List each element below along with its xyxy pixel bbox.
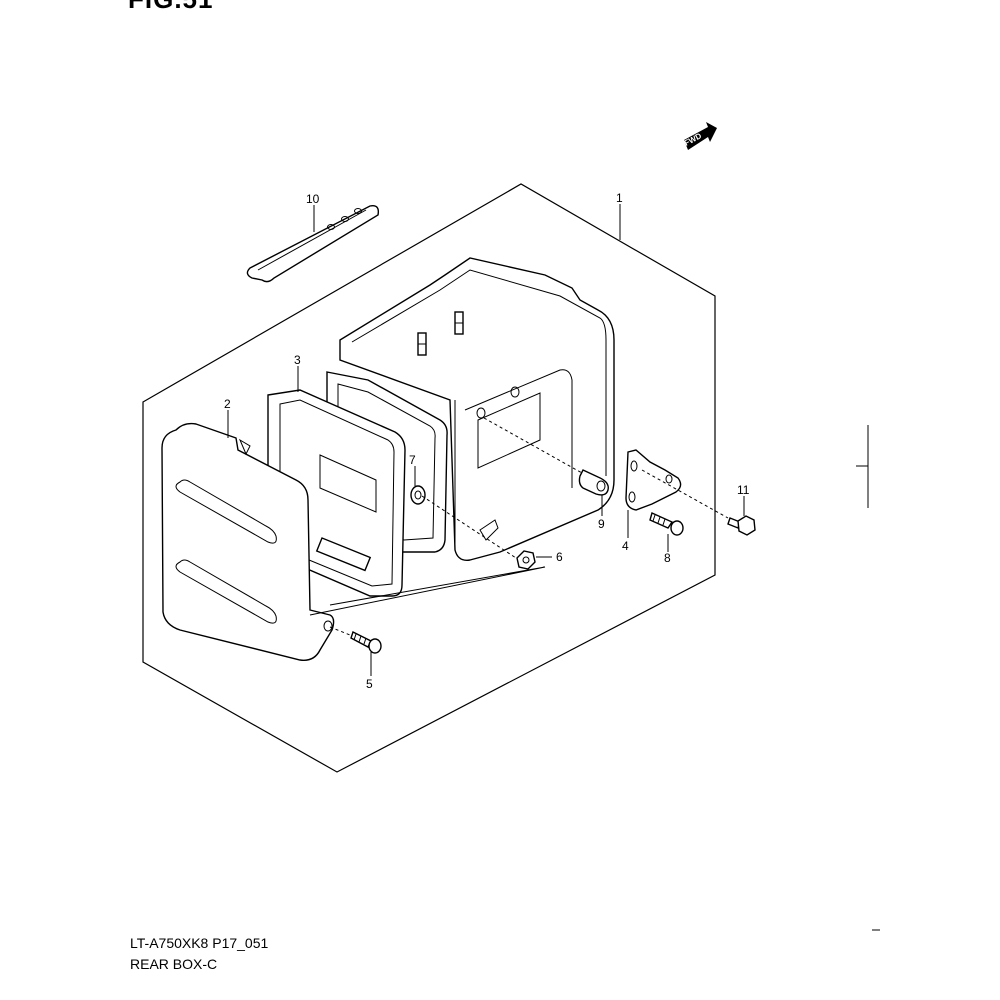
margin-mark — [856, 425, 869, 508]
part-10-strap — [246, 205, 380, 283]
alignment-line — [483, 417, 583, 474]
part-8-screw — [649, 512, 684, 536]
part-5-screw — [350, 631, 382, 654]
callout-7: 7 — [409, 453, 416, 467]
part-9-grommet — [578, 469, 609, 496]
part-1-rear-box — [339, 257, 615, 561]
callout-1: 1 — [616, 191, 623, 205]
part-6-nut — [516, 550, 536, 570]
callout-8: 8 — [664, 551, 671, 565]
callout-2: 2 — [224, 397, 231, 411]
callout-11: 11 — [737, 483, 750, 497]
callout-5: 5 — [366, 677, 373, 691]
figure-title: FIG.51 — [128, 0, 213, 15]
callout-10: 10 — [306, 192, 320, 206]
part-4-bracket — [625, 449, 682, 511]
assembly-name: REAR BOX-C — [130, 956, 218, 972]
alignment-line — [641, 469, 729, 519]
assembly-boundary — [142, 183, 716, 773]
callout-4: 4 — [622, 539, 629, 553]
model-code: LT-A750XK8 P17_051 — [130, 935, 269, 951]
part-11-bolt — [727, 515, 756, 536]
callout-9: 9 — [598, 517, 605, 531]
part-2-lid — [161, 422, 335, 661]
alignment-line — [421, 495, 517, 559]
callout-3: 3 — [294, 353, 301, 367]
fwd-arrow-icon: FWD — [683, 122, 717, 150]
leader-line — [309, 566, 546, 616]
part-7-grommet — [410, 485, 426, 505]
callout-6: 6 — [556, 550, 563, 564]
